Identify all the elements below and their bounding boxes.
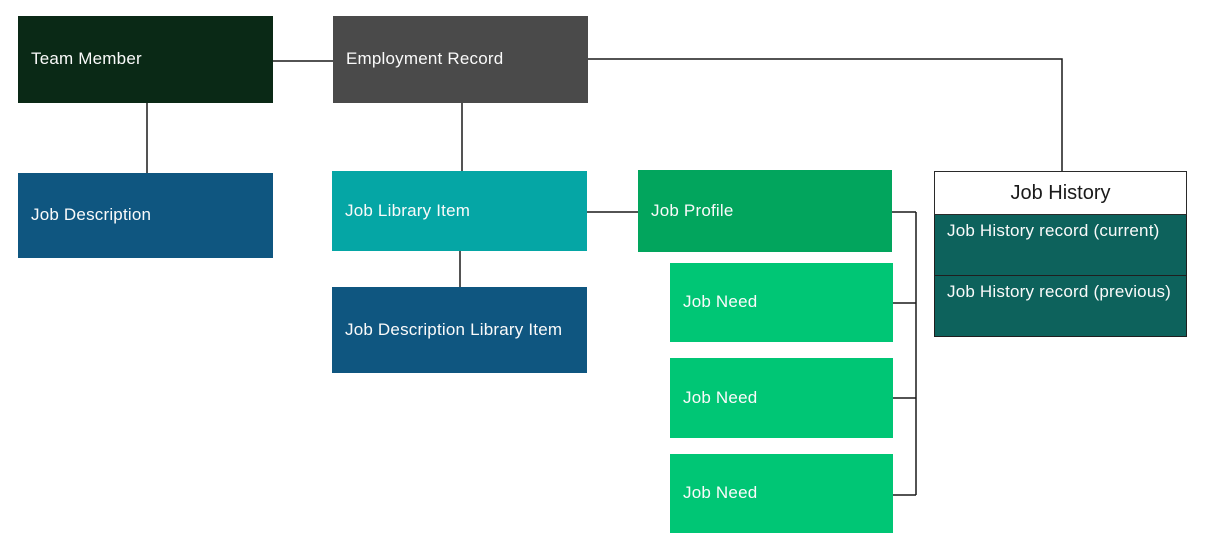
- node-employment-record: Employment Record: [333, 16, 588, 103]
- job-history-row-previous: Job History record (previous): [934, 276, 1187, 337]
- connector-employment-record-job-history: [588, 58, 1063, 171]
- node-job-profile: Job Profile: [638, 170, 892, 252]
- node-job-description: Job Description: [18, 173, 273, 258]
- job-history-header: Job History: [934, 171, 1187, 215]
- node-job-description-library-item: Job Description Library Item: [332, 287, 587, 373]
- node-job-need: Job Need: [670, 358, 893, 438]
- job-history-row-current: Job History record (current): [934, 215, 1187, 276]
- job-history-table: Job History Job History record (current)…: [934, 171, 1187, 337]
- node-job-need: Job Need: [670, 263, 893, 342]
- node-job-need: Job Need: [670, 454, 893, 533]
- node-job-library-item: Job Library Item: [332, 171, 587, 251]
- node-team-member: Team Member: [18, 16, 273, 103]
